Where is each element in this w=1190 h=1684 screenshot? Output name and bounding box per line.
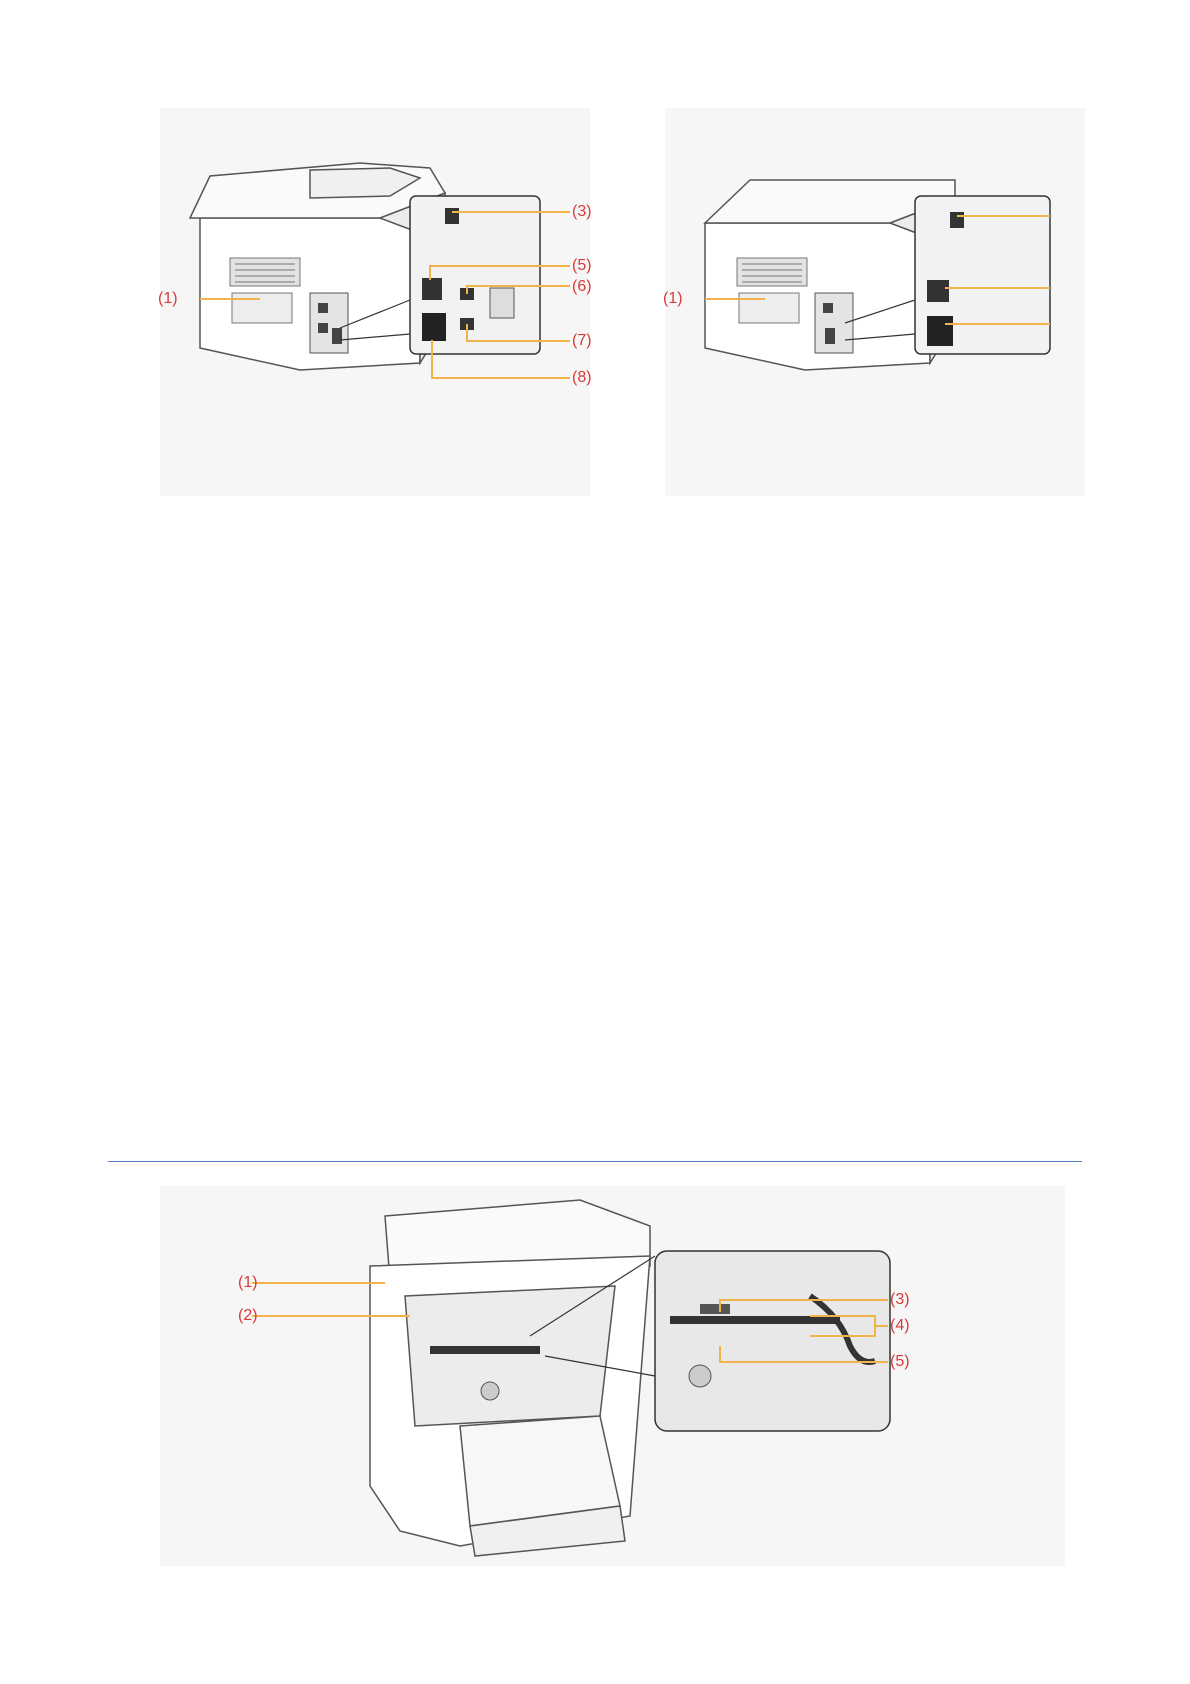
- callout-7: (7): [572, 332, 592, 350]
- callout-2: (2): [238, 1307, 258, 1325]
- callout-3: (3): [572, 203, 592, 221]
- rear-view-flatbed-illustration: [665, 108, 1085, 496]
- callout-5: (5): [890, 1353, 910, 1371]
- callout-6: (6): [572, 278, 592, 296]
- callout-1: (1): [663, 290, 683, 308]
- rear-view-flatbed-figure: (1): [665, 108, 1085, 496]
- rear-view-adf-figure: (1) (3) (5) (6) (7) (8): [160, 108, 590, 496]
- callout-5: (5): [572, 257, 592, 275]
- rear-view-adf-illustration: [160, 108, 590, 496]
- section-divider: [108, 1161, 1082, 1162]
- callout-8: (8): [572, 369, 592, 387]
- interior-view-illustration: [160, 1186, 1065, 1566]
- callout-4: (4): [890, 1317, 910, 1335]
- callout-1: (1): [158, 290, 178, 308]
- callout-3: (3): [890, 1291, 910, 1309]
- callout-1: (1): [238, 1274, 258, 1292]
- interior-view-figure: (1) (2) (3) (4) (5): [160, 1186, 1065, 1566]
